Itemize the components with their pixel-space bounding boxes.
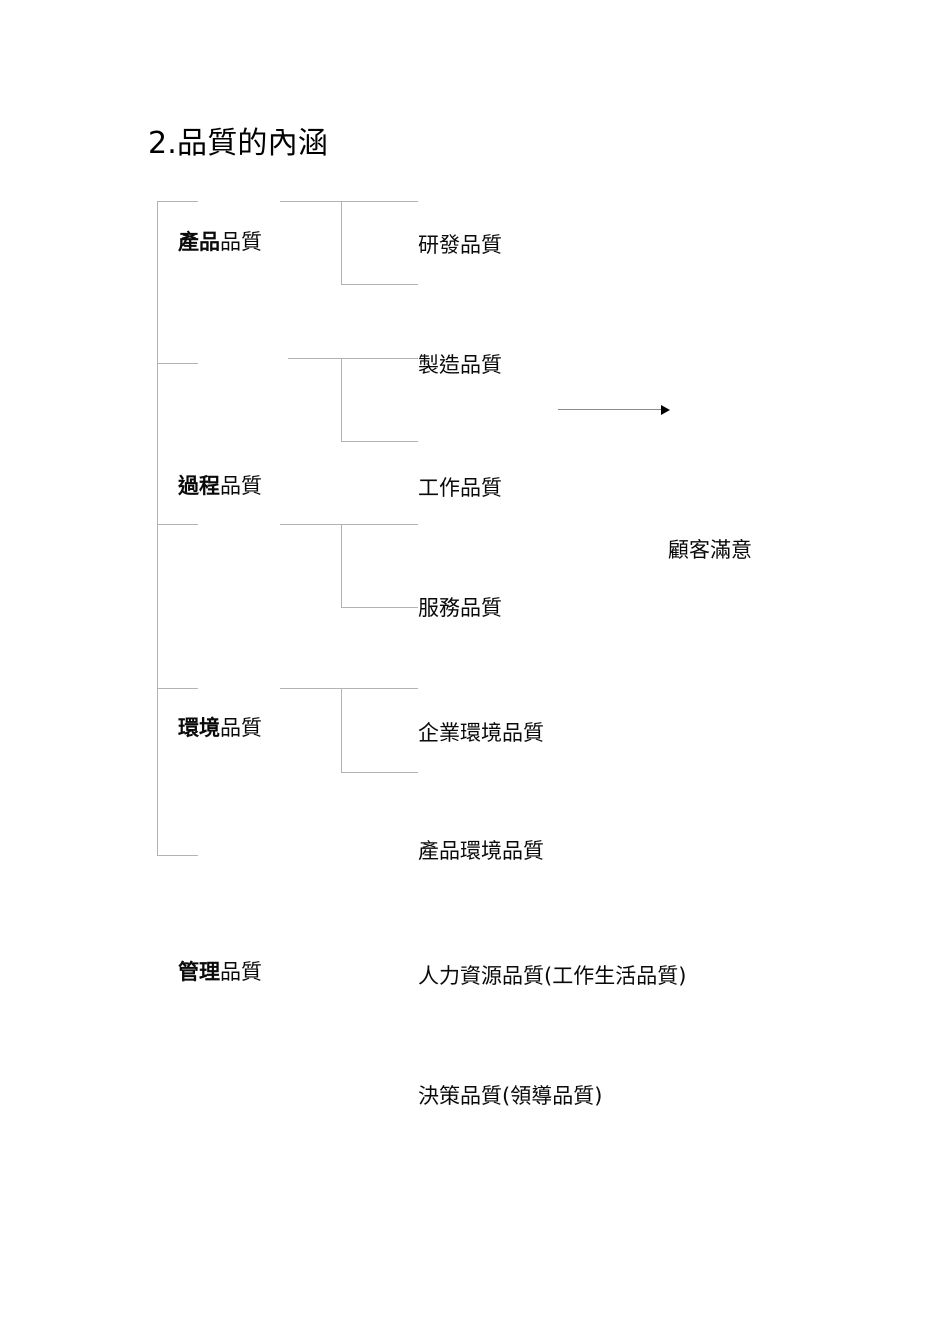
category-management-prefix: 管理 (178, 960, 220, 984)
sub-bracket-3-spine (341, 524, 342, 608)
category-environment-prefix: 環境 (178, 716, 220, 740)
sub-bracket-1-top (280, 201, 418, 202)
leaf-label-enterprise-environment-quality: 企業環境品質 (418, 719, 544, 747)
sub-bracket-4-spine (341, 688, 342, 773)
leaf-label-work-quality: 工作品質 (418, 474, 502, 502)
sub-bracket-3-top (280, 524, 418, 525)
sub-bracket-1-spine (341, 201, 342, 285)
category-label-process: 過程品質 (178, 472, 262, 500)
sub-bracket-3-bottom (341, 607, 418, 608)
main-bracket-spine (157, 201, 158, 856)
main-bracket-tick-bottom (157, 855, 198, 856)
outcome-label-customer-satisfaction: 顧客滿意 (668, 536, 752, 564)
leaf-label-rd-quality: 研發品質 (418, 231, 502, 259)
category-process-prefix: 過程 (178, 474, 220, 498)
main-bracket-tick-product (157, 201, 198, 202)
category-product-suffix: 品質 (220, 230, 262, 254)
main-bracket-tick-process-lower (157, 524, 198, 525)
main-bracket-tick-process (157, 363, 198, 364)
sub-bracket-2-bottom (341, 441, 418, 442)
arrow-shaft (558, 409, 661, 410)
arrow-head (661, 405, 670, 415)
page-title: 2.品質的內涵 (148, 124, 328, 164)
leaf-label-hr-quality: 人力資源品質(工作生活品質) (418, 962, 686, 990)
sub-bracket-2-top (288, 358, 418, 359)
category-environment-suffix: 品質 (220, 716, 262, 740)
category-label-product: 產品品質 (178, 228, 262, 256)
leaf-label-manufacturing-quality: 製造品質 (418, 351, 502, 379)
leaf-label-product-environment-quality: 產品環境品質 (418, 837, 544, 865)
category-label-management: 管理品質 (178, 958, 262, 986)
category-label-environment: 環境品質 (178, 714, 262, 742)
category-management-suffix: 品質 (220, 960, 262, 984)
category-process-suffix: 品質 (220, 474, 262, 498)
sub-bracket-4-bottom (341, 772, 418, 773)
right-arrow-icon (558, 404, 670, 415)
sub-bracket-1-bottom (341, 284, 418, 285)
category-product-prefix: 產品 (178, 230, 220, 254)
leaf-label-decision-quality: 決策品質(領導品質) (418, 1082, 602, 1110)
sub-bracket-4-top (280, 688, 418, 689)
leaf-label-service-quality: 服務品質 (418, 594, 502, 622)
main-bracket-tick-environment (157, 688, 198, 689)
sub-bracket-2-spine (341, 358, 342, 442)
